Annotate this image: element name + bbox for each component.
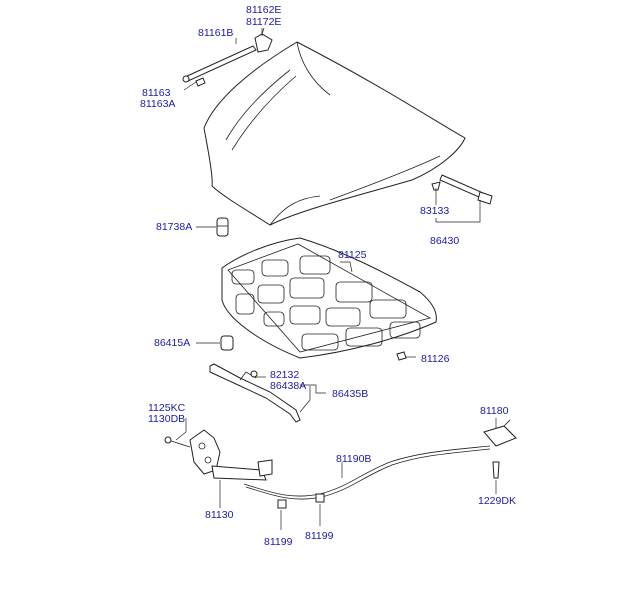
label-1130db: 1130DB [148,413,185,425]
release-cable [243,445,491,500]
label-82132: 82132 [270,369,299,381]
label-81180: 81180 [480,405,509,417]
label-1125kc: 1125KC [148,402,186,414]
label-81199-b: 81199 [305,530,334,542]
screw-1229dk [492,461,500,479]
label-81130: 81130 [205,509,234,521]
hood-stay-rod [182,27,273,87]
bumper-stop-86415a [220,335,234,351]
bolt-1125kc [164,436,191,448]
release-handle-81180 [483,419,517,447]
pad-cells [231,255,421,351]
label-81163a: 81163A [140,98,175,110]
label-86438a: 86438A [270,380,306,392]
clip-81199-b [315,493,325,503]
hood-latch-assembly [189,429,273,481]
label-86435b: 86435B [332,388,368,400]
label-86430: 86430 [430,235,459,247]
label-86415a: 86415A [154,337,190,349]
hood-insulator-pad [221,237,437,359]
weatherstrip-86430 [439,174,493,205]
bumper-stop-81738a [216,217,229,237]
label-81125: 81125 [338,249,367,261]
clip-82132 [250,370,258,378]
label-81190b: 81190B [336,453,371,465]
clip-81126 [396,351,407,361]
label-81162e: 81162E [246,4,281,16]
label-83133: 83133 [420,205,449,217]
label-81199-a: 81199 [264,536,293,548]
label-81738a: 81738A [156,221,192,233]
leader-lines [175,28,497,530]
clip-81199-a [277,499,287,509]
part-labels: 81162E 81172E 81161B 81163 81163A 83133 … [140,4,516,548]
label-1229dk: 1229DK [478,495,516,507]
label-81126: 81126 [421,353,450,365]
label-81161b: 81161B [198,27,233,39]
hood-panel [203,41,466,226]
label-81163: 81163 [142,87,171,99]
label-81172e: 81172E [246,16,281,28]
clip-83133 [431,181,441,191]
